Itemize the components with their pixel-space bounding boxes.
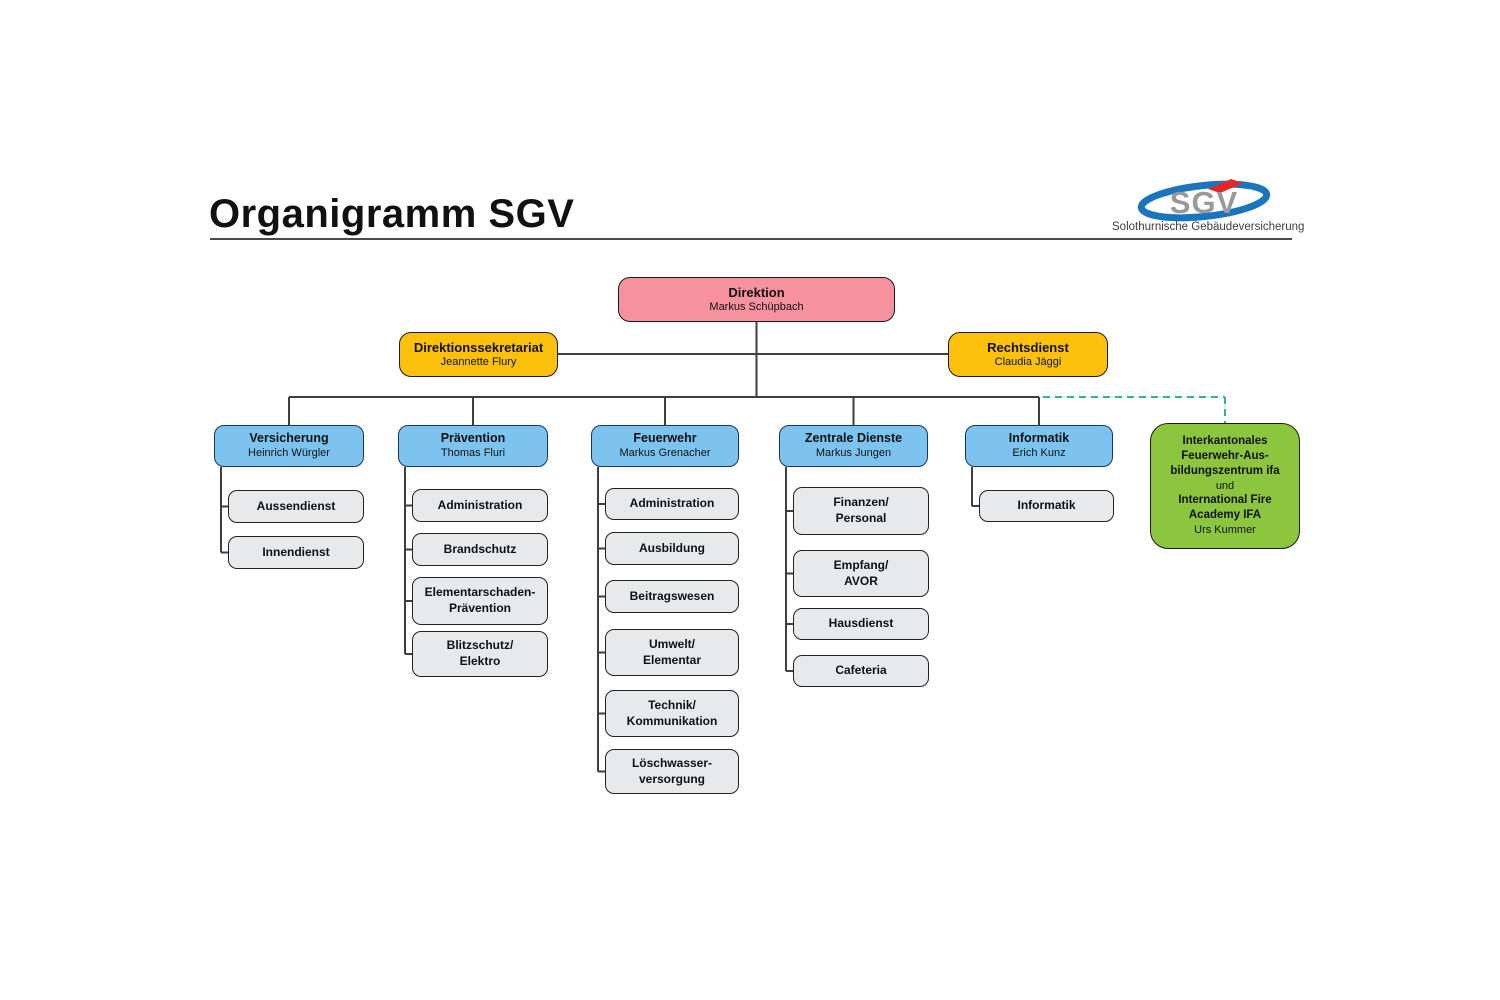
external-title-1: Interkantonales Feuerwehr-Aus- bildungsz… bbox=[1170, 435, 1280, 478]
external-box-ifa: Interkantonales Feuerwehr-Aus- bildungsz… bbox=[1150, 423, 1300, 549]
unit-praevention-1: Administration bbox=[412, 489, 548, 522]
unit-zentrale-dienste-3: Hausdienst bbox=[793, 608, 929, 640]
logo-subtitle: Solothurnische Gebäudeversicherung bbox=[1112, 221, 1305, 233]
unit-zentrale-dienste-4: Cafeteria bbox=[793, 655, 929, 687]
org-box-person: Markus Grenacher bbox=[619, 446, 711, 459]
org-box-title: Informatik bbox=[1008, 431, 1070, 446]
org-box-person: Jeannette Flury bbox=[440, 355, 517, 368]
unit-label: Informatik bbox=[1017, 498, 1076, 513]
unit-praevention-2: Brandschutz bbox=[412, 533, 548, 566]
unit-feuerwehr-2: Ausbildung bbox=[605, 532, 739, 565]
org-box-person: Markus Schüpbach bbox=[709, 300, 804, 313]
external-person: Urs Kummer bbox=[1194, 524, 1256, 537]
unit-feuerwehr-3: Beitragswesen bbox=[605, 580, 739, 613]
unit-label: Beitragswesen bbox=[629, 588, 715, 603]
unit-feuerwehr-4: Umwelt/ Elementar bbox=[605, 629, 739, 676]
unit-label: Administration bbox=[629, 496, 715, 511]
unit-informatik-1: Informatik bbox=[979, 490, 1114, 522]
org-box-person: Erich Kunz bbox=[1012, 446, 1066, 459]
unit-zentrale-dienste-1: Finanzen/ Personal bbox=[793, 487, 929, 535]
unit-label: Technik/ Kommunikation bbox=[626, 697, 718, 728]
unit-label: Cafeteria bbox=[835, 663, 887, 678]
unit-label: Elementarschaden- Prävention bbox=[424, 585, 536, 615]
org-box-person: Heinrich Würgler bbox=[248, 446, 330, 459]
unit-label: Brandschutz bbox=[443, 541, 517, 556]
org-box-title: Zentrale Dienste bbox=[804, 431, 903, 446]
unit-label: Innendienst bbox=[262, 544, 330, 559]
unit-label: Aussendienst bbox=[256, 498, 336, 513]
unit-zentrale-dienste-2: Empfang/ AVOR bbox=[793, 550, 929, 597]
unit-feuerwehr-1: Administration bbox=[605, 488, 739, 520]
logo-acronym: SGV bbox=[1170, 185, 1238, 220]
unit-feuerwehr-5: Technik/ Kommunikation bbox=[605, 690, 739, 737]
external-title-2: International Fire Academy IFA bbox=[1178, 494, 1272, 522]
org-box-title: Direktion bbox=[728, 284, 785, 300]
unit-label: Hausdienst bbox=[828, 616, 894, 631]
unit-praevention-3: Elementarschaden- Prävention bbox=[412, 577, 548, 625]
org-box-person: Markus Jungen bbox=[815, 446, 892, 459]
logo-swoosh bbox=[1137, 180, 1271, 222]
org-box-title: Prävention bbox=[440, 431, 506, 446]
unit-label: Löschwasser- versorgung bbox=[631, 755, 713, 786]
logo-red-flag bbox=[1208, 179, 1243, 193]
unit-praevention-4: Blitzschutz/ Elektro bbox=[412, 631, 548, 677]
unit-versicherung-1: Aussendienst bbox=[228, 490, 364, 523]
unit-feuerwehr-6: Löschwasser- versorgung bbox=[605, 749, 739, 794]
title-rule bbox=[210, 238, 1292, 240]
unit-label: Empfang/ AVOR bbox=[833, 557, 889, 588]
page-title: Organigramm SGV bbox=[209, 192, 575, 236]
sgv-logo: SGV bbox=[1137, 179, 1271, 222]
org-box-title: Versicherung bbox=[249, 431, 329, 446]
unit-label: Finanzen/ Personal bbox=[833, 495, 889, 525]
org-box-title: Direktionssekretariat bbox=[413, 339, 544, 355]
org-box-person: Thomas Fluri bbox=[440, 446, 506, 459]
unit-versicherung-2: Innendienst bbox=[228, 536, 364, 569]
external-joiner: und bbox=[1215, 480, 1235, 493]
org-box-title: Rechtsdienst bbox=[987, 339, 1069, 355]
unit-label: Blitzschutz/ Elektro bbox=[446, 638, 514, 668]
org-box-title: Feuerwehr bbox=[633, 431, 697, 446]
unit-label: Administration bbox=[437, 497, 523, 512]
unit-label: Ausbildung bbox=[639, 540, 705, 555]
org-box-person: Claudia Jäggi bbox=[994, 355, 1062, 368]
unit-label: Umwelt/ Elementar bbox=[642, 636, 702, 667]
